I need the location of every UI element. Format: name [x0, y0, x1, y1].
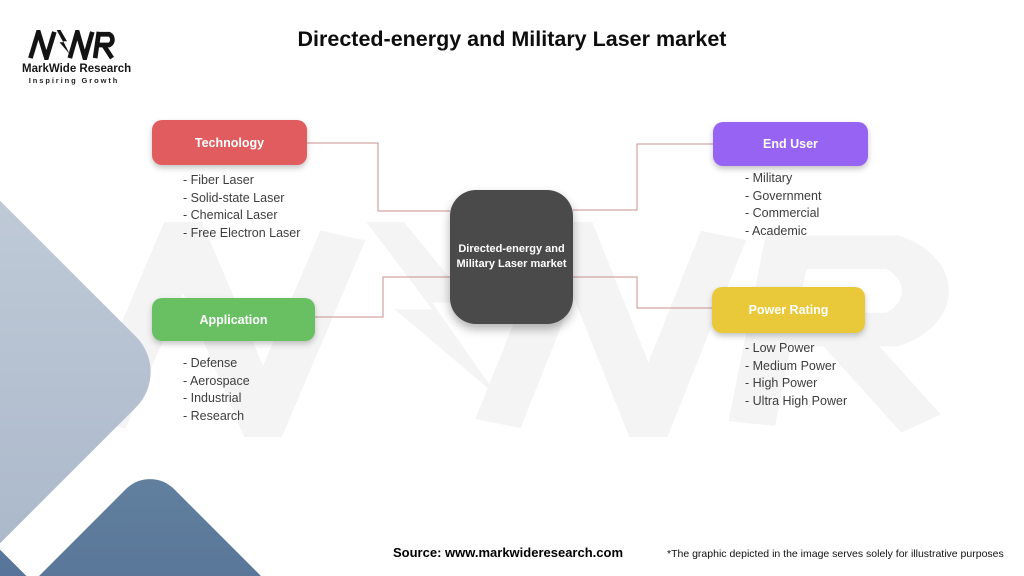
list-item: - Fiber Laser — [183, 173, 254, 187]
segment-box-end-user: End User — [713, 122, 868, 166]
list-item: - Free Electron Laser — [183, 225, 301, 240]
segment-list-technology: - Fiber Laser - Solid-state Laser - Chemic… — [183, 172, 300, 242]
segment-list-application: - Defense - Aerospace - Industrial - Resear… — [183, 355, 250, 425]
segment-list-end-user: - Military - Government - Commercial - Acad… — [745, 170, 821, 240]
list-item: - Defense — [183, 356, 238, 370]
list-item: - Low Power — [745, 341, 815, 355]
source-text: Source: www.markwideresearch.com — [393, 545, 624, 560]
center-node-line2: Military Laser market — [456, 258, 567, 270]
list-item: - Chemical Laser — [183, 208, 278, 223]
center-node: Directed-energy and Military Laser marke… — [450, 190, 573, 324]
segment-label-application: Application — [199, 312, 268, 327]
list-item: - Industrial — [183, 391, 242, 406]
list-item: - Commercial — [745, 206, 820, 221]
connector-technology — [307, 142, 450, 212]
list-item: - Medium Power — [745, 358, 836, 373]
list-item: - Government — [745, 188, 822, 203]
segment-label-power-rating: Power Rating — [748, 303, 829, 317]
segment-box-application: Application — [152, 298, 315, 341]
connector-application — [315, 276, 450, 318]
disclaimer-text: *The graphic depicted in the image serve… — [667, 548, 1004, 560]
markwide-logo: MarkWide Research Inspiring Growth — [22, 30, 132, 85]
list-item: - High Power — [745, 376, 818, 391]
segment-box-power-rating: Power Rating — [712, 287, 865, 333]
logo-brand-text: MarkWide Research — [22, 63, 132, 75]
list-item: - Ultra High Power — [745, 393, 848, 408]
segment-label-end-user: End User — [763, 137, 818, 151]
list-item: - Aerospace — [183, 373, 250, 388]
center-node-line1: Directed-energy and — [458, 243, 565, 255]
connector-power-rating — [573, 276, 712, 309]
list-item: - Solid-state Laser — [183, 190, 285, 205]
connector-end-user — [573, 143, 713, 211]
segment-label-technology: Technology — [194, 135, 265, 150]
segment-list-power-rating: - Low Power - Medium Power - High Power - U… — [745, 340, 847, 410]
list-item: - Academic — [745, 223, 807, 238]
logo-tagline-text: Inspiring Growth — [28, 76, 120, 85]
list-item: - Military — [745, 171, 793, 185]
list-item: - Research — [183, 408, 245, 423]
page-title: Directed-energy and Military Laser marke… — [297, 27, 727, 51]
segment-box-technology: Technology — [152, 120, 307, 165]
